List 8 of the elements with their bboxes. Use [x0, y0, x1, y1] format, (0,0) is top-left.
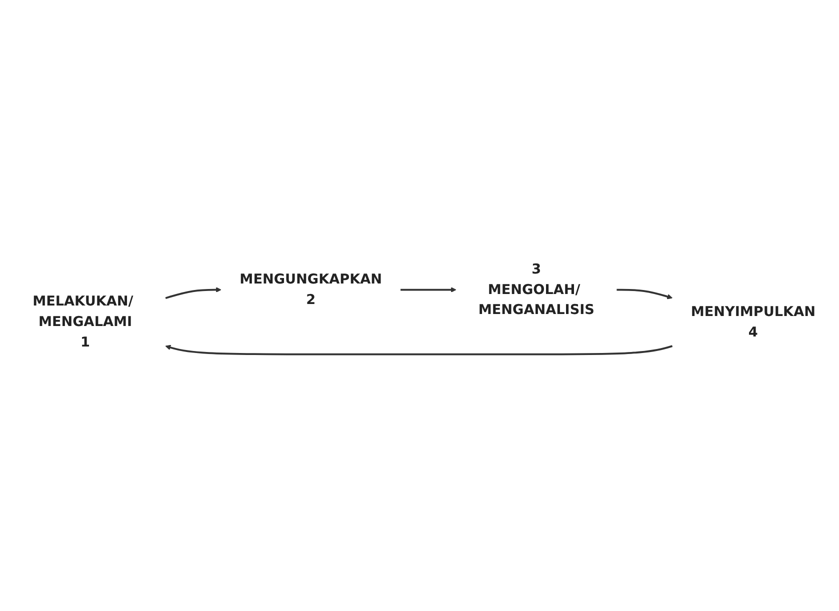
arrow — [165, 286, 222, 299]
node-text: 3 MENGOLAH/ MENGANALISIS — [478, 261, 594, 318]
node-text: MENGUNGKAPKAN 2 — [240, 271, 382, 308]
node-text: MELAKUKAN/ MENGALAMI 1 — [32, 294, 134, 350]
arrow — [616, 288, 673, 299]
arrow — [400, 286, 456, 292]
node-text: MENYIMPULKAN 4 — [690, 304, 816, 340]
arrow — [165, 344, 673, 355]
